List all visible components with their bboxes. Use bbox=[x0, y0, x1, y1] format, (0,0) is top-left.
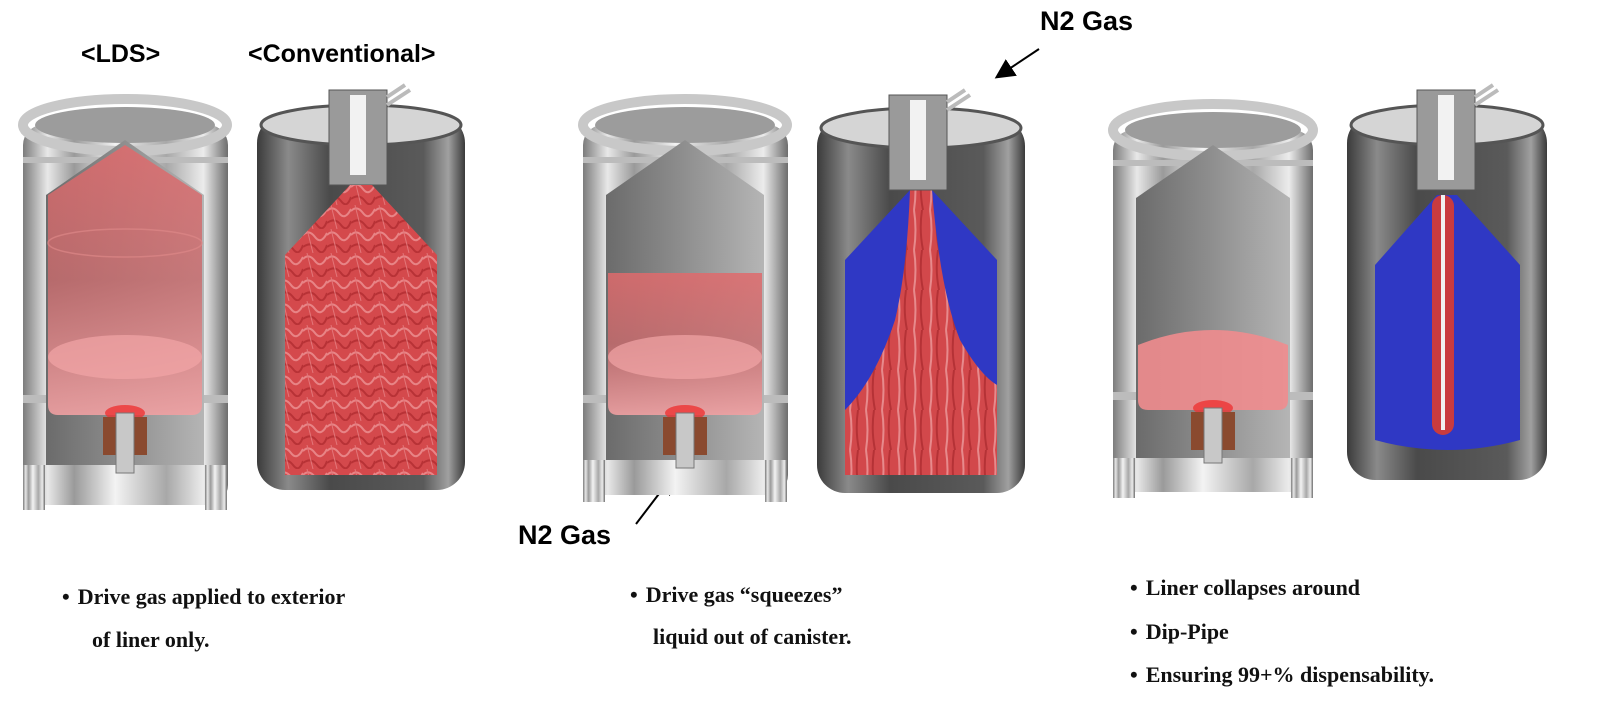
caption-panel2-line1: • Drive gas “squeezes” bbox=[630, 582, 842, 608]
liquid-filled-liner bbox=[285, 185, 437, 475]
caption-text: Drive gas “squeezes” bbox=[645, 582, 843, 607]
n2-gas-label-bottom: N2 Gas bbox=[518, 520, 612, 550]
bottom-valve bbox=[103, 405, 147, 474]
lds-keg-full bbox=[18, 94, 232, 510]
bullet-dot: • bbox=[630, 582, 638, 607]
conventional-header: <Conventional> bbox=[248, 40, 436, 68]
bullet-dot: • bbox=[1130, 662, 1138, 687]
caption-text: Liner collapses around bbox=[1145, 575, 1361, 600]
squeezed-liquid bbox=[845, 190, 997, 475]
n2-gas-label-top: N2 Gas bbox=[1040, 6, 1134, 36]
lds-keg-empty bbox=[1108, 99, 1318, 498]
top-valve bbox=[888, 88, 972, 191]
liner-liquid bbox=[1138, 330, 1288, 410]
conventional-keg-full bbox=[257, 83, 465, 490]
caption-panel3-item: • Ensuring 99+% dispensability. bbox=[1130, 662, 1434, 688]
top-valve bbox=[1416, 83, 1500, 191]
caption-text: Dip-Pipe bbox=[1145, 619, 1229, 644]
leg-right bbox=[765, 460, 787, 502]
lds-keg-half bbox=[578, 94, 792, 502]
lds-header: <LDS> bbox=[81, 40, 161, 68]
leg-left bbox=[583, 460, 605, 502]
liner-bottom-disc bbox=[48, 335, 202, 379]
leg-left bbox=[1113, 458, 1135, 498]
caption-text: Ensuring 99+% dispensability. bbox=[1145, 662, 1434, 687]
leg-right bbox=[205, 465, 227, 510]
caption-panel1-line2: of liner only. bbox=[92, 627, 210, 652]
conventional-keg-squeezing bbox=[817, 88, 1025, 493]
bullet-dot: • bbox=[62, 584, 70, 609]
liner-bottom-disc bbox=[608, 335, 762, 379]
bottom-valve bbox=[663, 405, 707, 469]
caption-text: Drive gas applied to exterior bbox=[77, 584, 346, 609]
caption-panel3-item: • Dip-Pipe bbox=[1130, 619, 1229, 645]
conventional-keg-collapsed bbox=[1347, 83, 1547, 480]
caption-panel1-line1: • Drive gas applied to exterior bbox=[62, 584, 345, 610]
n2-gas-arrow-top bbox=[994, 48, 1040, 79]
bullet-dot: • bbox=[1130, 619, 1138, 644]
bottom-valve bbox=[1191, 400, 1235, 464]
caption-panel2-line2: liquid out of canister. bbox=[653, 624, 852, 649]
leg-right bbox=[1291, 458, 1313, 498]
leg-left bbox=[23, 465, 45, 510]
bullet-dot: • bbox=[1130, 575, 1138, 600]
caption-panel3-item: • Liner collapses around bbox=[1130, 575, 1360, 601]
liner-top-ring bbox=[47, 228, 203, 258]
top-valve bbox=[328, 83, 412, 186]
dip-pipe bbox=[1441, 195, 1445, 430]
